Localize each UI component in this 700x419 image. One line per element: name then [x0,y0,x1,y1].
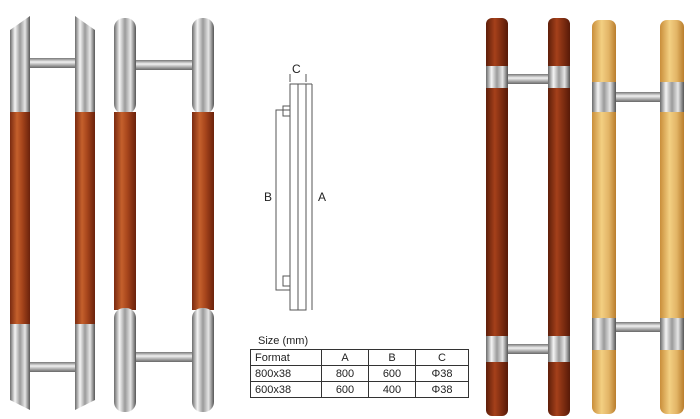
header-c: C [415,349,469,366]
diagram-label-b: B [264,190,273,204]
handle-1-image [10,16,95,410]
cell-b: 600 [368,365,416,382]
size-table-header: Format A B C [250,349,469,366]
cell-a: 600 [321,381,369,398]
header-a: A [321,349,369,366]
cell-a: 800 [321,365,369,382]
handle-3-image [486,18,570,416]
size-caption: Size (mm) [258,335,309,347]
dimension-diagram [275,74,313,311]
header-b: B [368,349,416,366]
header-format: Format [250,349,322,366]
cell-format: 800x38 [250,365,322,382]
size-table: Format A B C 800x38 800 600 Φ38 600x38 6… [250,349,469,398]
table-row: 600x38 600 400 Φ38 [250,381,469,398]
handle-4-image [592,20,684,414]
cell-c: Φ38 [415,365,469,382]
diagram-label-a: A [318,190,327,204]
diagram-label-c: C [292,62,301,76]
cell-c: Φ38 [415,381,469,398]
table-row: 800x38 800 600 Φ38 [250,365,469,382]
cell-b: 400 [368,381,416,398]
handle-2-image [114,18,214,412]
cell-format: 600x38 [250,381,322,398]
